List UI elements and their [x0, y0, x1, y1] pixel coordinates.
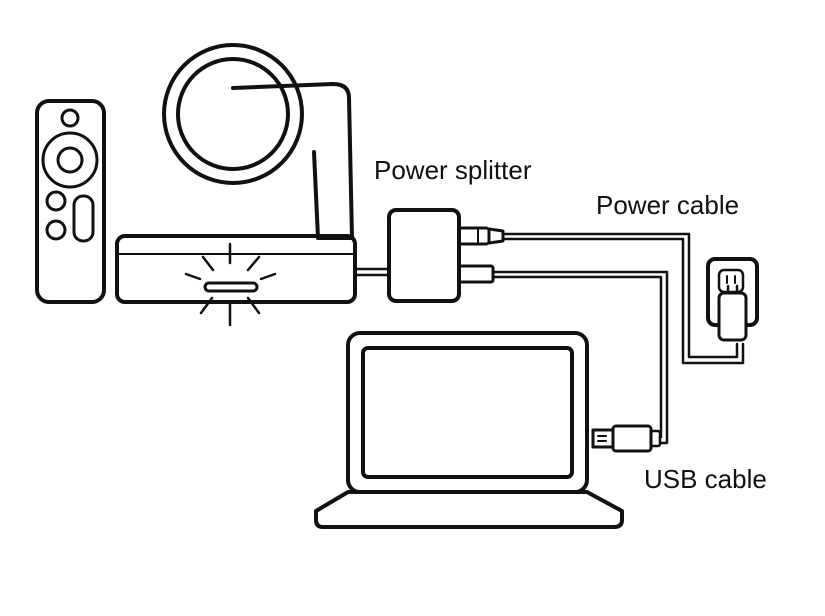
usb-plug-icon [591, 424, 662, 453]
laptop-icon [314, 331, 624, 529]
usb-cable-label: USB cable [644, 464, 767, 494]
power-cable [501, 232, 745, 365]
power-cable-label: Power cable [596, 190, 740, 220]
ptz-camera-icon [115, 43, 357, 304]
wall-outlet-icon [706, 257, 759, 342]
usb-cable [491, 270, 669, 445]
remote-control-icon [35, 99, 106, 304]
power-splitter-label: Power splitter [374, 155, 532, 185]
power-splitter-icon [387, 208, 505, 303]
indicator-light-rays [184, 242, 277, 327]
camera-cable [353, 267, 391, 277]
